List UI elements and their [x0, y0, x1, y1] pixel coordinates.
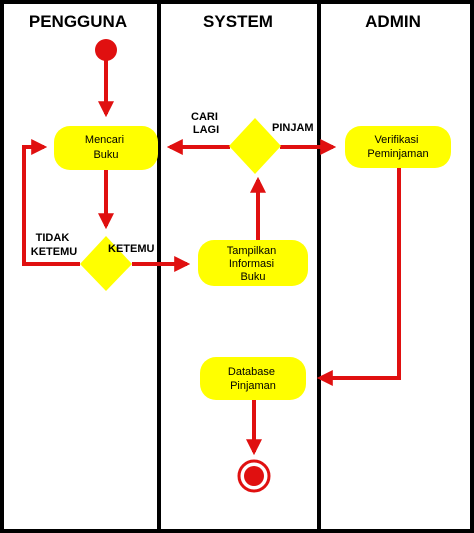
svg-text:Database Pinjaman: Database Pinjaman — [228, 366, 278, 392]
flows — [22, 60, 401, 456]
start-node — [95, 39, 117, 61]
activity-mencari-buku: Mencari Buku — [54, 126, 158, 170]
label-tidak-ketemu-line-2: KETEMU — [31, 246, 78, 258]
database-line-1: Database — [228, 366, 275, 378]
mencari-buku-line-2: Buku — [93, 149, 118, 161]
label-pinjam: PINJAM — [272, 122, 314, 134]
database-line-2: Pinjaman — [230, 380, 276, 392]
decision-pinjam — [229, 118, 281, 174]
mencari-buku-line-1: Mencari — [85, 134, 124, 146]
end-node — [237, 459, 271, 493]
verifikasi-line-2: Peminjaman — [367, 148, 428, 160]
flow-verifikasi-to-database — [316, 168, 401, 386]
svg-text:Tampilkan Informasi: Tampilkan Informasi Buku — [227, 245, 280, 283]
svg-text:Verifikasi Peminjaman: Verifikasi Peminjaman — [367, 134, 428, 160]
label-cari-lagi-line-1: CARI — [191, 111, 218, 123]
label-tidak-ketemu: TIDAK KETEMU — [31, 232, 78, 258]
label-cari-lagi: CARI LAGI — [191, 111, 221, 136]
flow-tidak-ketemu-loop — [22, 139, 80, 266]
lane-title-admin: ADMIN — [365, 12, 421, 31]
tampilkan-line-1: Tampilkan — [227, 245, 277, 257]
decision-ketemu — [80, 236, 132, 291]
verifikasi-line-1: Verifikasi — [374, 134, 418, 146]
label-tidak-ketemu-line-1: TIDAK — [36, 232, 70, 244]
svg-text:Mencari Buku: Mencari Buku — [85, 134, 127, 161]
label-ketemu: KETEMU — [108, 243, 155, 255]
activity-database-pinjaman: Database Pinjaman — [200, 357, 306, 400]
activity-verifikasi-peminjaman: Verifikasi Peminjaman — [345, 126, 451, 168]
label-cari-lagi-line-2: LAGI — [193, 124, 219, 136]
activity-tampilkan-informasi-buku: Tampilkan Informasi Buku — [198, 240, 308, 286]
tampilkan-line-2: Informasi — [229, 258, 274, 270]
tampilkan-line-3: Buku — [240, 271, 265, 283]
lane-title-system: SYSTEM — [203, 12, 273, 31]
lane-title-pengguna: PENGGUNA — [29, 12, 127, 31]
